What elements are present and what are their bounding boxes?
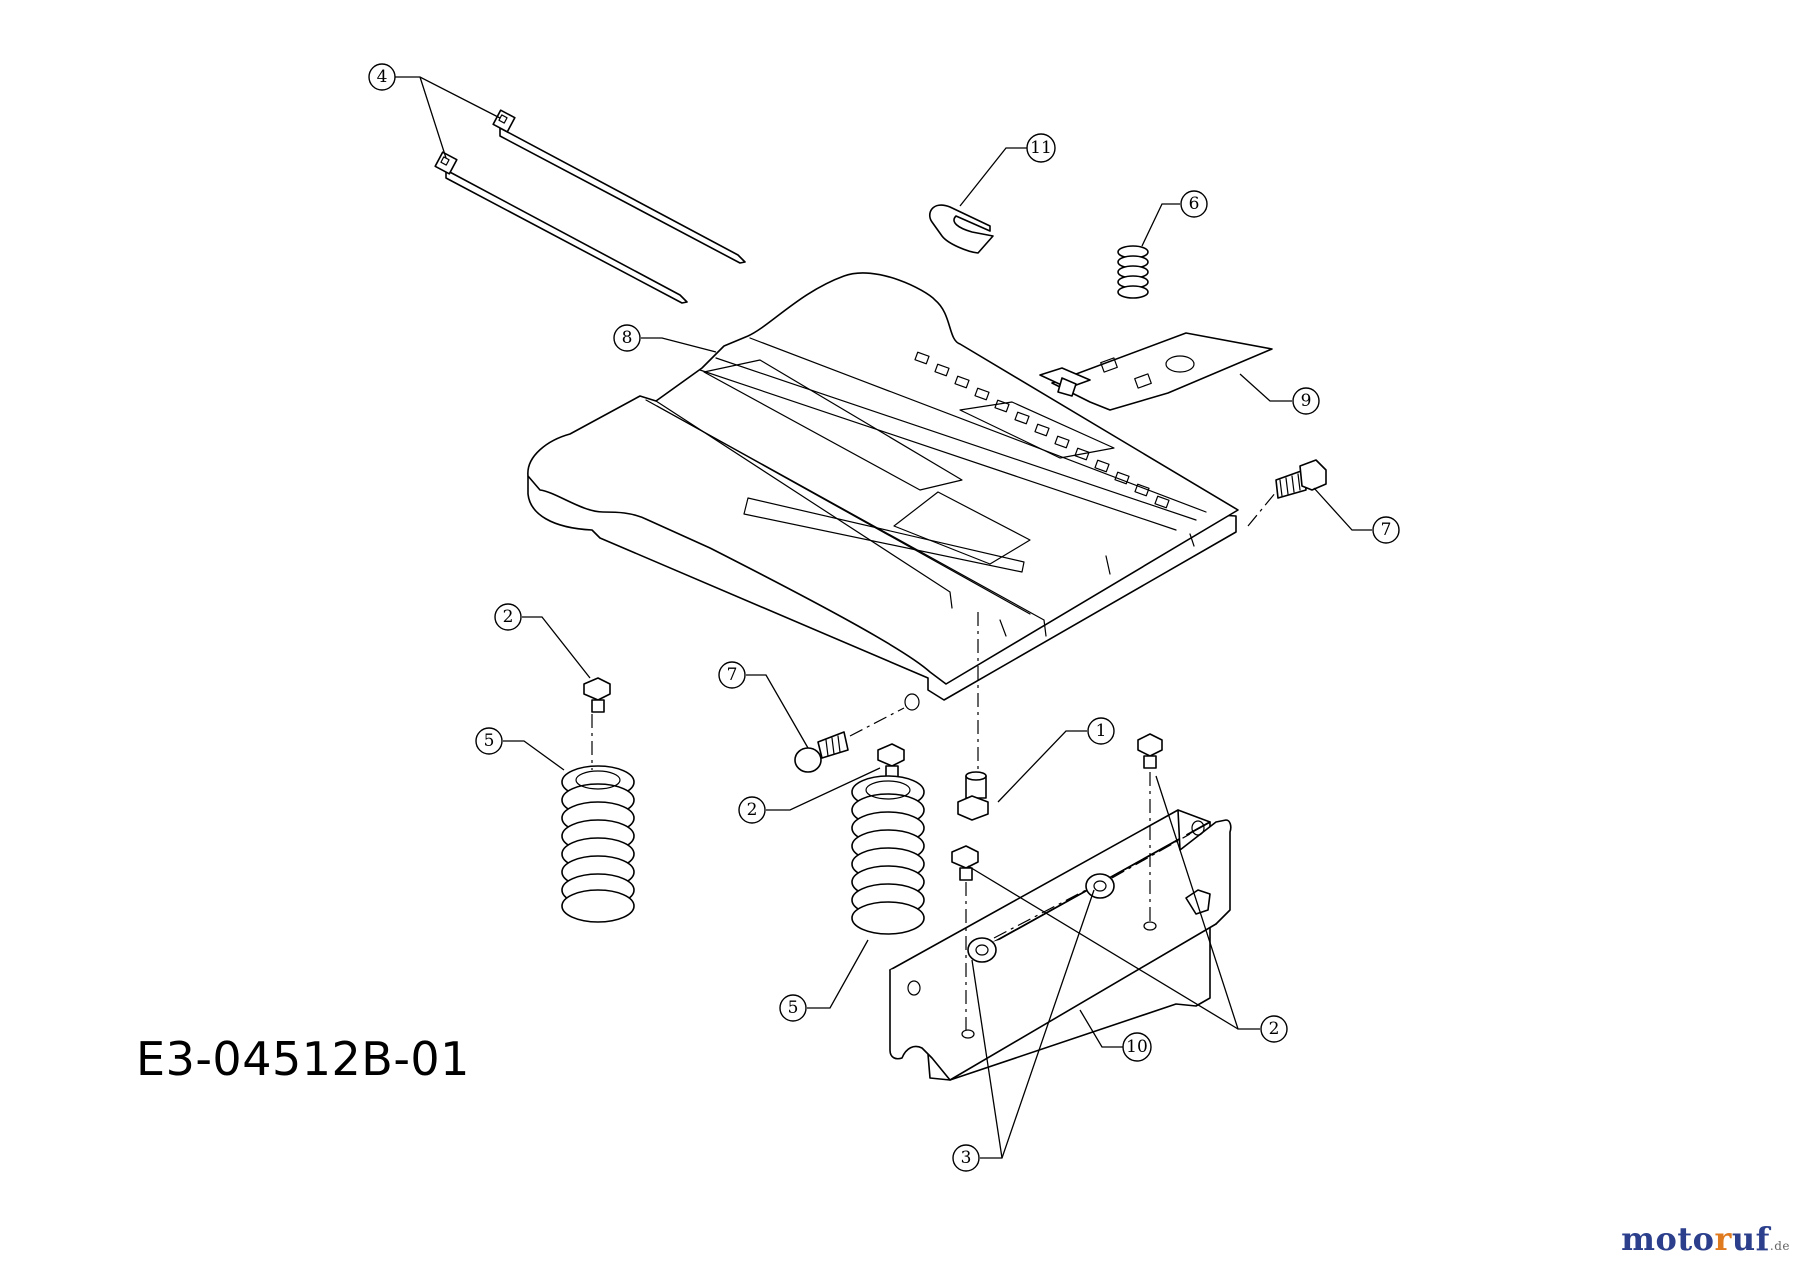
lower-bracket: [889, 809, 1232, 1081]
brand-tld: .de: [1769, 1239, 1790, 1253]
brand-logo: motoruf.de: [1621, 1220, 1790, 1258]
latch-bracket: [1039, 332, 1273, 411]
foot-plate: [527, 272, 1239, 711]
svg-text:3: 3: [961, 1148, 972, 1168]
bolt-bracket-right: [1137, 733, 1163, 769]
svg-text:2: 2: [1269, 1019, 1280, 1039]
svg-text:5: 5: [484, 731, 495, 751]
svg-text:8: 8: [622, 328, 633, 348]
callout-2-right: 2: [1260, 1015, 1288, 1043]
small-spring: [1117, 245, 1149, 299]
flange-nut-rear: [1085, 873, 1115, 899]
callout-2-center: 2: [738, 796, 766, 824]
brand-part-2: r: [1714, 1220, 1732, 1258]
svg-text:7: 7: [1381, 520, 1392, 540]
callout-9: 9: [1292, 387, 1320, 415]
bolt-left: [794, 731, 849, 773]
callout-3: 3: [952, 1144, 980, 1172]
svg-text:11: 11: [1030, 138, 1052, 158]
callout-1: 1: [1087, 717, 1115, 745]
leader-lines: [394, 76, 1372, 1159]
callout-7-right: 7: [1372, 516, 1400, 544]
cable-tie-lower: [434, 151, 688, 304]
callout-2-left: 2: [494, 603, 522, 631]
svg-text:1: 1: [1096, 721, 1107, 741]
svg-text:9: 9: [1301, 391, 1312, 411]
callout-4: 4: [368, 63, 396, 91]
callout-5-right: 5: [779, 994, 807, 1022]
large-spring-left: [561, 765, 635, 923]
bolt-bracket-center: [951, 845, 979, 881]
vent-slots: [914, 351, 1170, 509]
bolt-right: [1275, 459, 1327, 499]
pivot-pin: [957, 771, 989, 821]
svg-text:7: 7: [727, 665, 738, 685]
bolt-spring-right: [877, 743, 905, 779]
svg-text:2: 2: [747, 800, 758, 820]
large-spring-right: [851, 775, 925, 935]
callout-10: 10: [1122, 1032, 1152, 1062]
svg-text:4: 4: [377, 67, 388, 87]
callout-8: 8: [613, 324, 641, 352]
svg-text:6: 6: [1189, 194, 1200, 214]
clip: [928, 204, 994, 254]
flange-nut-front: [967, 937, 997, 963]
bolt-spring-left: [583, 677, 611, 713]
drawing-code: E3-04512B-01: [136, 1032, 470, 1086]
svg-text:5: 5: [788, 998, 799, 1018]
cable-tie-upper: [492, 109, 746, 264]
callout-5-left: 5: [475, 727, 503, 755]
callout-11: 11: [1026, 133, 1056, 163]
callout-6: 6: [1180, 190, 1208, 218]
callout-7-left: 7: [718, 661, 746, 689]
svg-text:2: 2: [503, 607, 514, 627]
svg-text:10: 10: [1126, 1037, 1148, 1057]
brand-part-3: uf: [1731, 1220, 1770, 1258]
brand-part-1: moto: [1621, 1220, 1715, 1258]
